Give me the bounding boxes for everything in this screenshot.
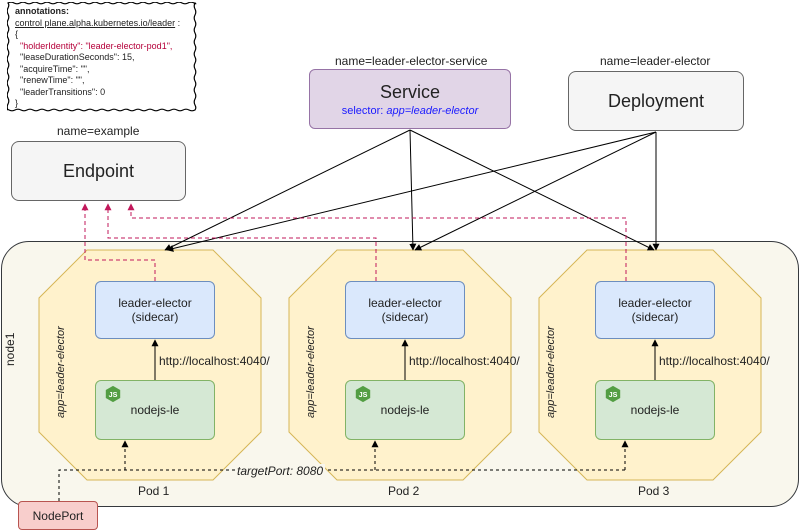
service-selector-value: app=leader-elector [386,104,479,117]
deployment-name-label: name=leader-elector [600,54,711,68]
sidecar-sublabel: (sidecar) [631,310,679,324]
annotations-key: control plane.alpha.kubernetes.io/leader [15,17,176,28]
deployment-to-pod-arrow [414,131,657,251]
pod-name: Pod 1 [138,484,170,498]
endpoint-label: Endpoint [62,160,135,181]
pod-name: Pod 2 [388,484,420,498]
annotations-line: "renewTime": "", [20,75,85,85]
sidecar-to-endpoint-arrow [81,203,156,281]
svg-text:JS: JS [609,390,618,399]
nodeport-box[interactable]: NodePort [18,501,98,530]
annotations-wavy-border [7,2,197,112]
annotations-open-brace: { [15,29,19,39]
annotations-title: annotations: [15,6,69,16]
annotations-holder-key: "holderIdentity": [20,40,86,51]
annotations-line: "leaseDurationSeconds": 15, [20,52,135,62]
sidecar-label: leader-elector [618,296,692,310]
app-label: nodejs-le [130,403,180,417]
annotations-holder-value: "leader-elector-pod1", [85,40,173,51]
service-to-pod-arrow [409,129,417,251]
endpoint-name-label: name=example [57,124,140,138]
sidecar-sublabel: (sidecar) [131,310,179,324]
sidecar-to-endpoint-arrow [127,203,627,281]
service-selector-prefix: selector: [341,104,387,117]
app-label: nodejs-le [380,403,430,417]
svg-text:JS: JS [109,390,118,399]
deployment-label: Deployment [607,90,705,111]
svg-text:JS: JS [359,390,368,399]
nodejs-icon: JS [105,385,121,403]
sidecar-to-endpoint-arrow [104,203,377,281]
nodeport-route-line [58,469,625,501]
service-box[interactable]: Service selector: app=leader-elector [309,69,511,129]
sidecar-box[interactable]: leader-elector (sidecar) [345,281,465,339]
annotations-note: annotations: control plane.alpha.kuberne… [7,2,197,112]
service-name-label: name=leader-elector-service [335,54,488,68]
annotations-close-brace: } [15,98,19,108]
nodejs-icon: JS [355,385,371,403]
app-box[interactable]: JS nodejs-le [595,380,715,440]
app-box[interactable]: JS nodejs-le [95,380,215,440]
service-to-pod-arrow [164,129,411,251]
sidecar-sublabel: (sidecar) [381,310,429,324]
localhost-url-label: http://localhost:4040/ [659,354,770,368]
sidecar-box[interactable]: leader-elector (sidecar) [95,281,215,339]
nodejs-icon: JS [605,385,621,403]
sidecar-label: leader-elector [368,296,442,310]
sidecar-label: leader-elector [118,296,192,310]
service-label: Service [379,81,441,102]
localhost-url-label: http://localhost:4040/ [409,354,520,368]
pod-name: Pod 3 [638,484,670,498]
endpoint-box[interactable]: Endpoint [11,141,186,201]
deployment-box[interactable]: Deployment [568,71,744,131]
annotations-line: "acquireTime": "", [20,63,90,74]
annotations-line: "leaderTransitions": 0 [20,86,106,97]
app-label: nodejs-le [630,403,680,417]
deployment-to-pod-arrow [166,131,657,252]
target-port-label: targetPort: 8080 [235,464,326,478]
sidecar-box[interactable]: leader-elector (sidecar) [595,281,715,339]
app-box[interactable]: JS nodejs-le [345,380,465,440]
annotations-key-suffix: : [175,17,181,28]
service-to-pod-arrow [409,129,655,251]
localhost-url-label: http://localhost:4040/ [159,354,270,368]
nodeport-label: NodePort [32,508,84,523]
